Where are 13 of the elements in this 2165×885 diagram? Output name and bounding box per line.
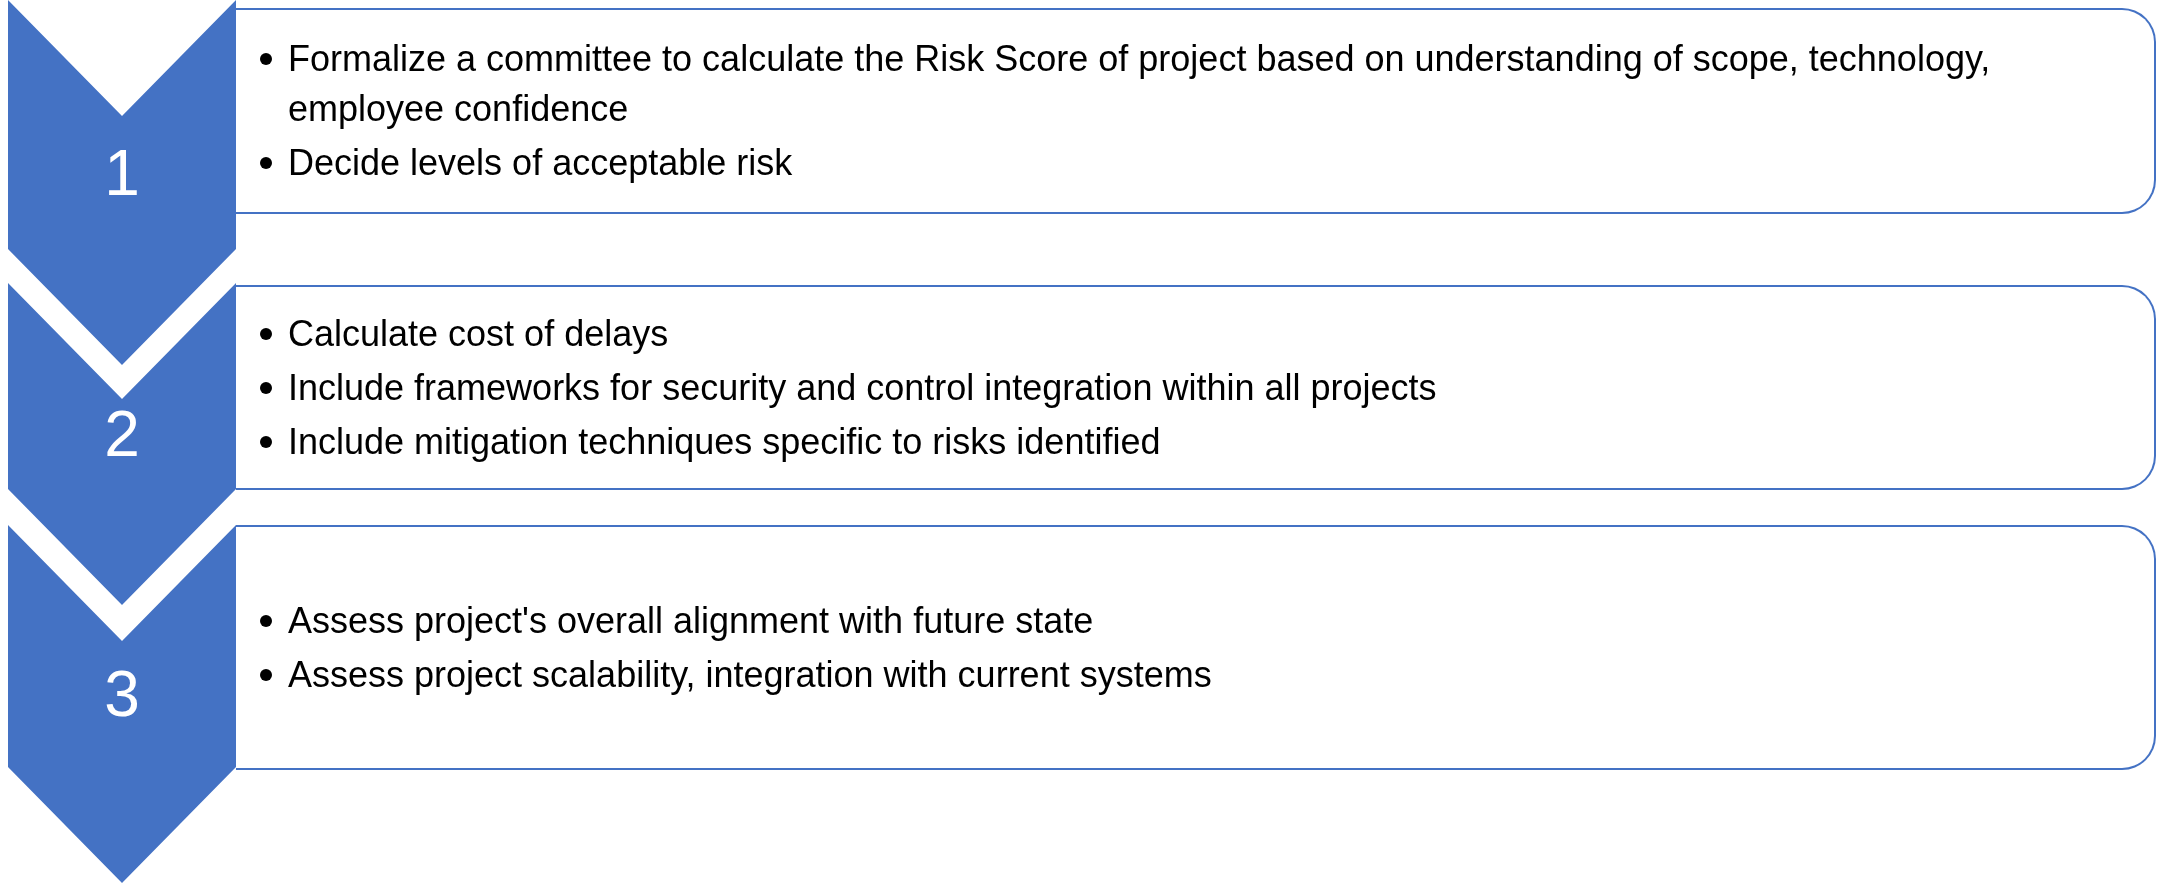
bullet-text: Decide levels of acceptable risk	[288, 141, 793, 185]
bullet-text: Formalize a committee to calculate the Risk Score of project based on understanding of scope, technology, employee confidence	[288, 37, 1992, 131]
bullet-text: Calculate cost of delays	[288, 311, 669, 356]
step-number: 3	[103, 659, 141, 729]
bullet-text: Assess project scalability, integration with current systems	[288, 652, 1212, 697]
step-card	[236, 285, 2156, 490]
step-number: 1	[103, 137, 141, 208]
bullet-text: Include mitigation techniques specific to risks identified	[288, 419, 1161, 464]
step-card	[236, 8, 2156, 214]
step-number: 2	[103, 399, 141, 469]
bullet-text: Include frameworks for security and control integration within all projects	[288, 365, 1437, 410]
step-card	[236, 525, 2156, 770]
bullet-text: Assess project's overall alignment with future state	[288, 598, 1094, 643]
